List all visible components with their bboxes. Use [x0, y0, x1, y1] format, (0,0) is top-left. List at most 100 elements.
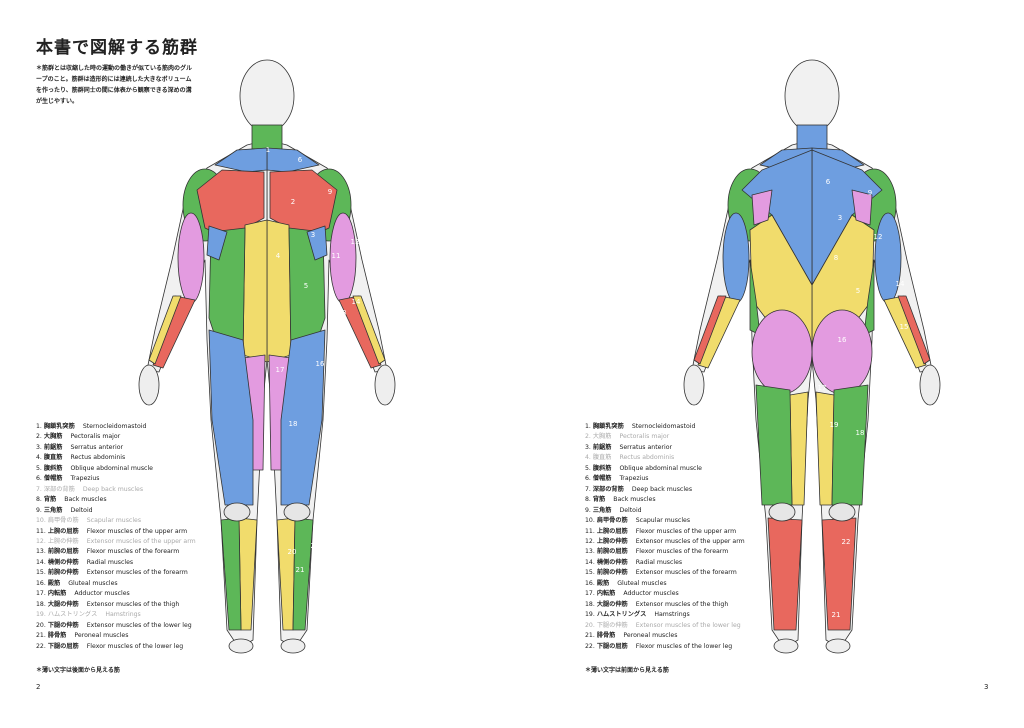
forearm-radial: [693, 295, 727, 365]
left-page: 本書で図解する筋群 ＊筋群とは収縮した時の運動の働きが似ている筋肉のグループのこ…: [36, 38, 197, 691]
legend-japanese-name: 大胸筋: [592, 433, 612, 441]
legend-number: 17.: [585, 590, 595, 598]
figure-number-label: 8: [834, 254, 838, 262]
legend-japanese-name: 肩甲骨の筋: [47, 517, 79, 525]
legend-number: 19.: [585, 611, 595, 619]
legend-japanese-name: 上腕の伸筋: [47, 537, 79, 545]
legend-number: 7.: [36, 485, 42, 493]
legend-number: 3.: [585, 443, 591, 451]
legend-japanese-name: 腹直筋: [43, 454, 63, 462]
legend-english-name: Gluteal muscles: [617, 579, 667, 587]
upper-arm-flexor: [177, 212, 205, 304]
hamstrings: [755, 384, 793, 506]
lower-leg-flexor: [276, 517, 296, 631]
legend-japanese-name: 下腿の伸筋: [47, 621, 79, 629]
figure-number-label: 17: [818, 384, 827, 392]
figure-number-label: 5: [856, 287, 860, 295]
legend-number: 17.: [36, 590, 46, 598]
legend-japanese-name: 深部の背筋: [43, 485, 75, 493]
figure-number-label: 19: [830, 421, 839, 429]
legend-english-name: Peroneal muscles: [74, 632, 129, 640]
legend-english-name: Back muscles: [613, 496, 656, 504]
legend-japanese-name: 前腕の屈筋: [596, 548, 628, 556]
legend-english-name: Extensor muscles of the upper arm: [86, 537, 196, 545]
legend-japanese-name: ハムストリングス: [47, 611, 98, 619]
figure-number-label: 12: [351, 238, 360, 246]
lower-leg-flexor: [238, 517, 258, 631]
legend-number: 12.: [585, 537, 595, 545]
footnote: ＊薄い文字は後面から見える筋: [36, 667, 120, 674]
legend-japanese-name: 前腕の屈筋: [47, 548, 79, 556]
legend-japanese-name: ハムストリングス: [596, 611, 647, 619]
legend-number: 2.: [585, 433, 591, 441]
figure-number-label: 9: [328, 188, 332, 196]
legend-english-name: Flexor muscles of the forearm: [86, 548, 180, 556]
legend-english-name: Pectoralis major: [70, 433, 121, 441]
figure-number-label: 22: [311, 542, 320, 550]
knee: [223, 502, 251, 522]
forearm-extensor: [697, 295, 741, 369]
legend-item: 8. 背筋 Back muscles: [585, 495, 745, 505]
legend-japanese-name: 背筋: [592, 496, 606, 504]
figure-number-label: 6: [826, 178, 831, 186]
legend-japanese-name: 腓骨筋: [596, 632, 616, 640]
legend-number: 8.: [585, 496, 591, 504]
head: [784, 59, 840, 133]
rectus-abdominis: [242, 219, 268, 363]
thigh-extensor: [208, 329, 254, 506]
figure-number-label: 12: [874, 233, 883, 241]
legend-english-name: Flexor muscles of the lower leg: [635, 642, 733, 650]
legend-japanese-name: 三角筋: [592, 506, 612, 514]
calf: [767, 517, 803, 631]
figure-number-label: 14: [352, 298, 361, 306]
legend-number: 21.: [36, 632, 46, 640]
lower-leg-extensor: [220, 517, 242, 631]
serratus-anterior: [306, 225, 328, 261]
page-number: 2: [36, 683, 41, 691]
figure-number-label: 9: [868, 189, 872, 197]
figure-number-label: 3: [311, 231, 315, 239]
page-number: 3: [984, 683, 989, 691]
legend-number: 5.: [36, 464, 42, 472]
legend-english-name: Pectoralis major: [619, 433, 670, 441]
legend-number: 19.: [36, 611, 46, 619]
legend-english-name: Adductor muscles: [623, 590, 679, 598]
foot: [773, 638, 799, 654]
legend-english-name: Radial muscles: [635, 558, 683, 566]
legend-english-name: Sternocleidomastoid: [631, 423, 696, 430]
figure-number-label: 21: [296, 566, 305, 574]
figure-number-label: 21: [832, 611, 841, 619]
figure-number-label: 22: [842, 538, 851, 546]
figure-number-label: 20: [288, 548, 297, 556]
forearm-radial: [897, 295, 931, 365]
legend-english-name: Serratus anterior: [70, 443, 124, 451]
knee: [828, 502, 856, 522]
legend-number: 5.: [585, 464, 591, 472]
thigh-extensor: [280, 329, 326, 506]
legend-number: 10.: [36, 517, 46, 525]
legend-number: 15.: [36, 569, 46, 577]
legend-japanese-name: 殿筋: [47, 579, 61, 587]
legend-japanese-name: 前鋸筋: [592, 443, 612, 451]
figure-number-label: 15: [900, 323, 909, 331]
